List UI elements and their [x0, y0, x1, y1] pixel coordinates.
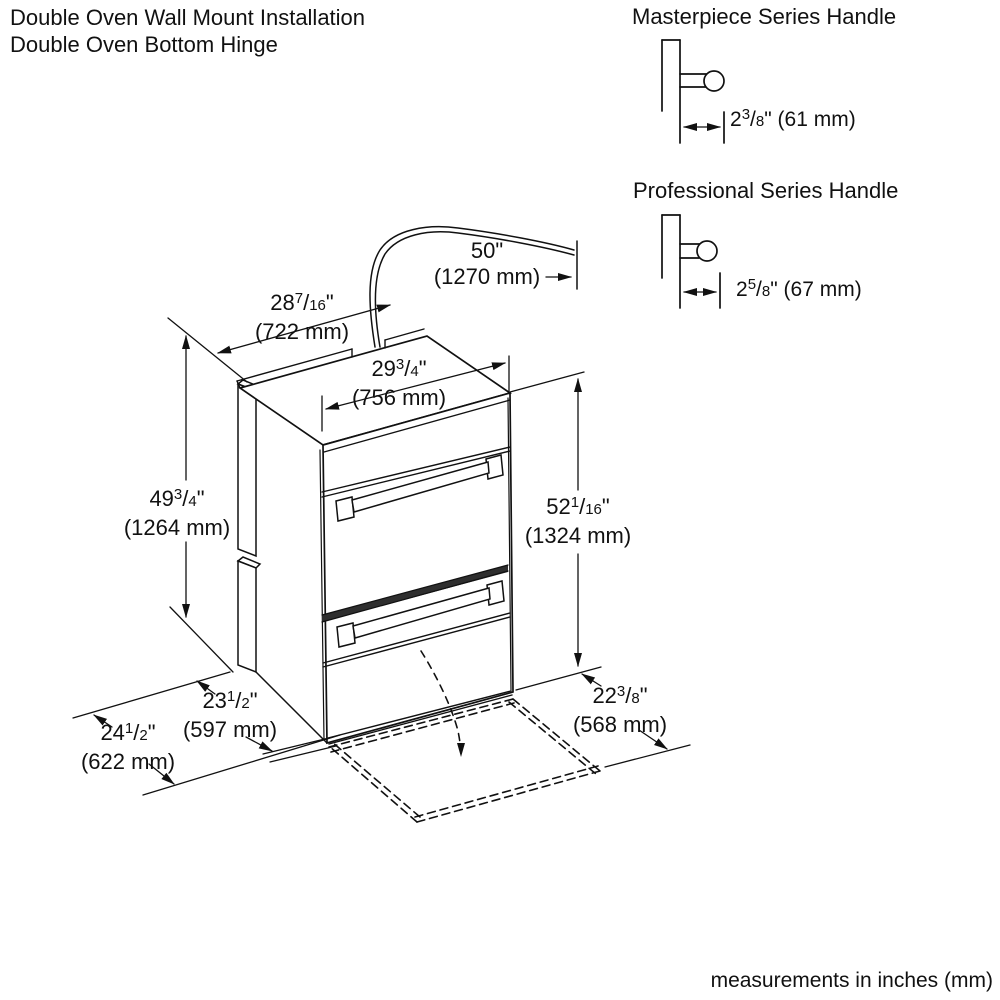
masterpiece-dim-fraction: 23/8": [730, 106, 772, 131]
dim-door-open: [581, 673, 691, 768]
dim-depth-total-label: 241/2" (622 mm): [80, 720, 176, 774]
dim-height-right: [509, 371, 602, 691]
door-swing-arc: [420, 650, 465, 757]
door-open-floor-projection: [328, 698, 601, 823]
page-title-line2: Double Oven Bottom Hinge: [10, 32, 278, 57]
wall-bracket-lower: [236, 556, 262, 674]
upper-strip-line: [321, 446, 511, 493]
unit-junction: [322, 565, 508, 622]
oven-front-face: [319, 391, 514, 745]
dim-depth-body: [72, 671, 337, 763]
dim-height-left: [169, 335, 234, 673]
lower-strip-line: [322, 616, 511, 668]
masterpiece-title: Masterpiece Series Handle: [632, 4, 897, 29]
professional-title: Professional Series Handle: [633, 178, 899, 203]
professional-dim-mm: (67 mm): [783, 278, 862, 301]
upper-door-handle: [335, 454, 504, 522]
lower-strip-line: [322, 612, 511, 664]
upper-strip-line: [321, 450, 511, 498]
dim-width-label: 293/4" (756 mm): [351, 356, 447, 410]
dim-depth-body-label: 231/2" (597 mm): [182, 688, 278, 742]
professional-handle-drawing: [661, 214, 721, 309]
dim-depth-top-label: 287/16" (722 mm): [254, 290, 350, 344]
masterpiece-handle-drawing: [661, 39, 725, 144]
masterpiece-dim-mm: (61 mm): [777, 108, 856, 131]
dim-height-left-label: 493/4" (1264 mm): [123, 486, 231, 540]
dim-cord-label: 50" (1270 mm): [433, 238, 541, 289]
professional-dim-label: 25/8" (67 mm): [736, 276, 862, 302]
conduit-cable: [369, 225, 578, 348]
page-title-line1: Double Oven Wall Mount Installation: [10, 5, 366, 30]
side-bottom-edge: [255, 671, 328, 744]
dim-width: [321, 355, 510, 432]
handle-knob: [696, 240, 718, 262]
dim-height-right-label: 521/16" (1324 mm): [524, 494, 632, 548]
masterpiece-dim-label: 23/8" (61 mm): [730, 106, 856, 132]
dim-depth-top: [167, 304, 391, 383]
professional-dim-fraction: 25/8": [736, 276, 778, 301]
lower-door-handle: [336, 580, 505, 648]
dim-depth-total: [93, 714, 341, 796]
handle-knob: [703, 70, 725, 92]
page-title: Double Oven Wall Mount Installation Doub…: [10, 4, 365, 58]
measurement-units-note: measurements in inches (mm): [710, 969, 993, 992]
dim-door-open-label: 223/8" (568 mm): [572, 683, 668, 737]
